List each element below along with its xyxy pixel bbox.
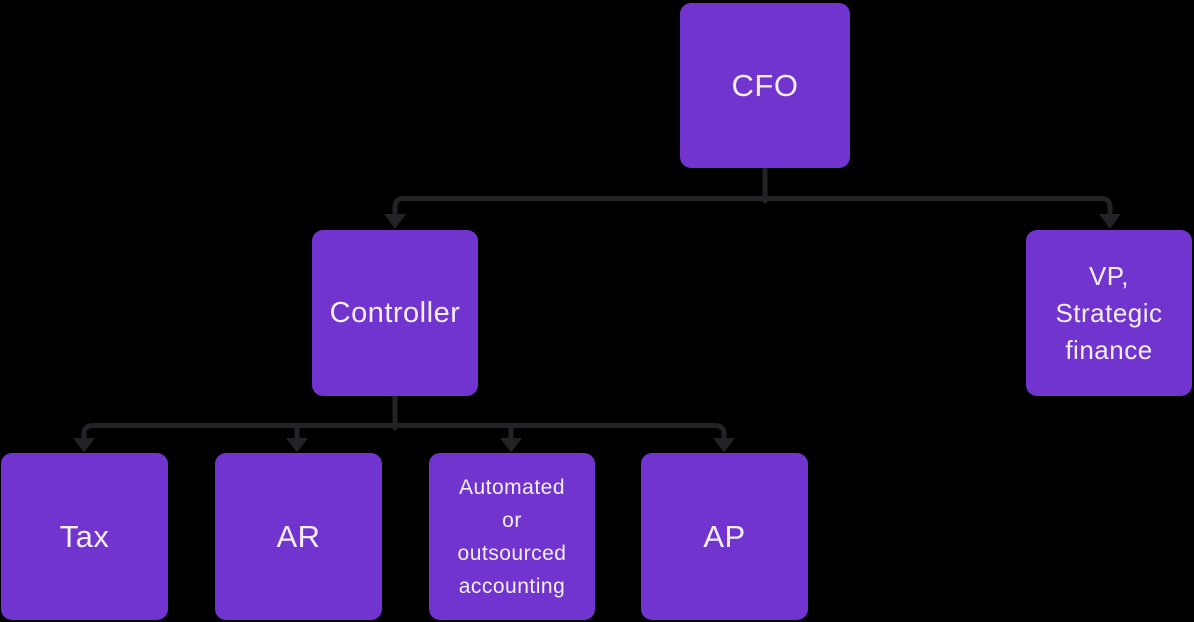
arrowhead-ap <box>713 438 735 453</box>
node-tax: Tax <box>1 453 168 620</box>
edge-controller-rail <box>81 423 727 443</box>
node-ap: AP <box>641 453 808 620</box>
node-tax-label: Tax <box>59 518 110 554</box>
node-ap-label: AP <box>703 518 746 554</box>
node-cfo-label: CFO <box>731 67 799 103</box>
edge-cfo-rail <box>392 196 1113 219</box>
arrowhead-ar <box>286 438 308 453</box>
node-ar: AR <box>215 453 382 620</box>
node-ar-label: AR <box>276 518 321 554</box>
arrowhead-controller <box>384 214 406 229</box>
node-cfo: CFO <box>680 3 850 168</box>
node-controller-label: Controller <box>329 296 461 329</box>
arrowhead-tax <box>73 438 95 453</box>
arrowhead-vp <box>1099 214 1121 229</box>
node-controller: Controller <box>312 230 478 396</box>
arrowhead-auto <box>500 438 522 453</box>
